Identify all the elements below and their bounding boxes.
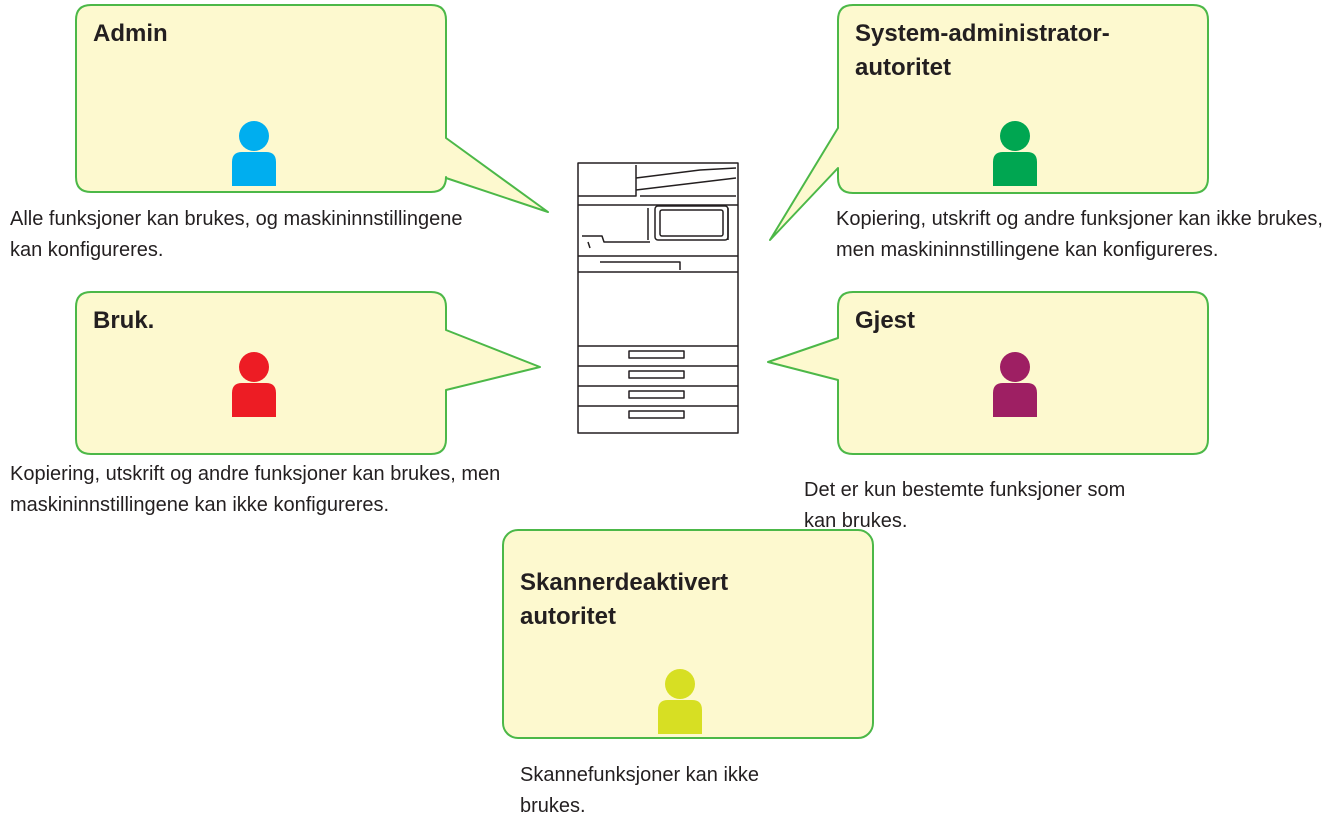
user-description: Kopiering, utskrift og andre funksjoner … [10, 463, 501, 516]
system-administrator-card [769, 4, 1209, 241]
admin-description: Alle funksjoner kan brukes, og maskininn… [10, 208, 463, 261]
system-administrator-card-bubble [769, 4, 1209, 241]
admin-title: Admin [93, 20, 168, 47]
scanner-disabled-description: Skannefunksjoner kan ikke brukes. [520, 764, 760, 817]
multifunction-printer-icon [577, 162, 739, 434]
guest-card [767, 291, 1209, 455]
user-person-icon [232, 352, 276, 417]
admin-person-icon [232, 121, 276, 186]
admin-card-bubble [75, 4, 549, 213]
guest-card-bubble [767, 291, 1209, 455]
system-administrator-person-icon [993, 121, 1037, 186]
user-title: Bruk. [93, 307, 155, 334]
scanner-disabled-card-bubble [502, 529, 874, 739]
guest-person-icon [993, 352, 1037, 417]
user-card-bubble [75, 291, 541, 455]
scanner-disabled-title: Skannerdeaktivert autoritet [520, 569, 729, 630]
guest-title: Gjest [855, 307, 916, 334]
system-administrator-description: Kopiering, utskrift og andre funksjoner … [836, 208, 1323, 261]
admin-card [75, 4, 549, 213]
scanner-disabled-person-icon [658, 669, 702, 734]
system-administrator-title: System-administrator-autoritet [855, 20, 1110, 81]
user-card [75, 291, 541, 455]
guest-description: Det er kun bestemte funksjoner som kan b… [804, 479, 1126, 532]
scanner-disabled-card [502, 529, 874, 739]
